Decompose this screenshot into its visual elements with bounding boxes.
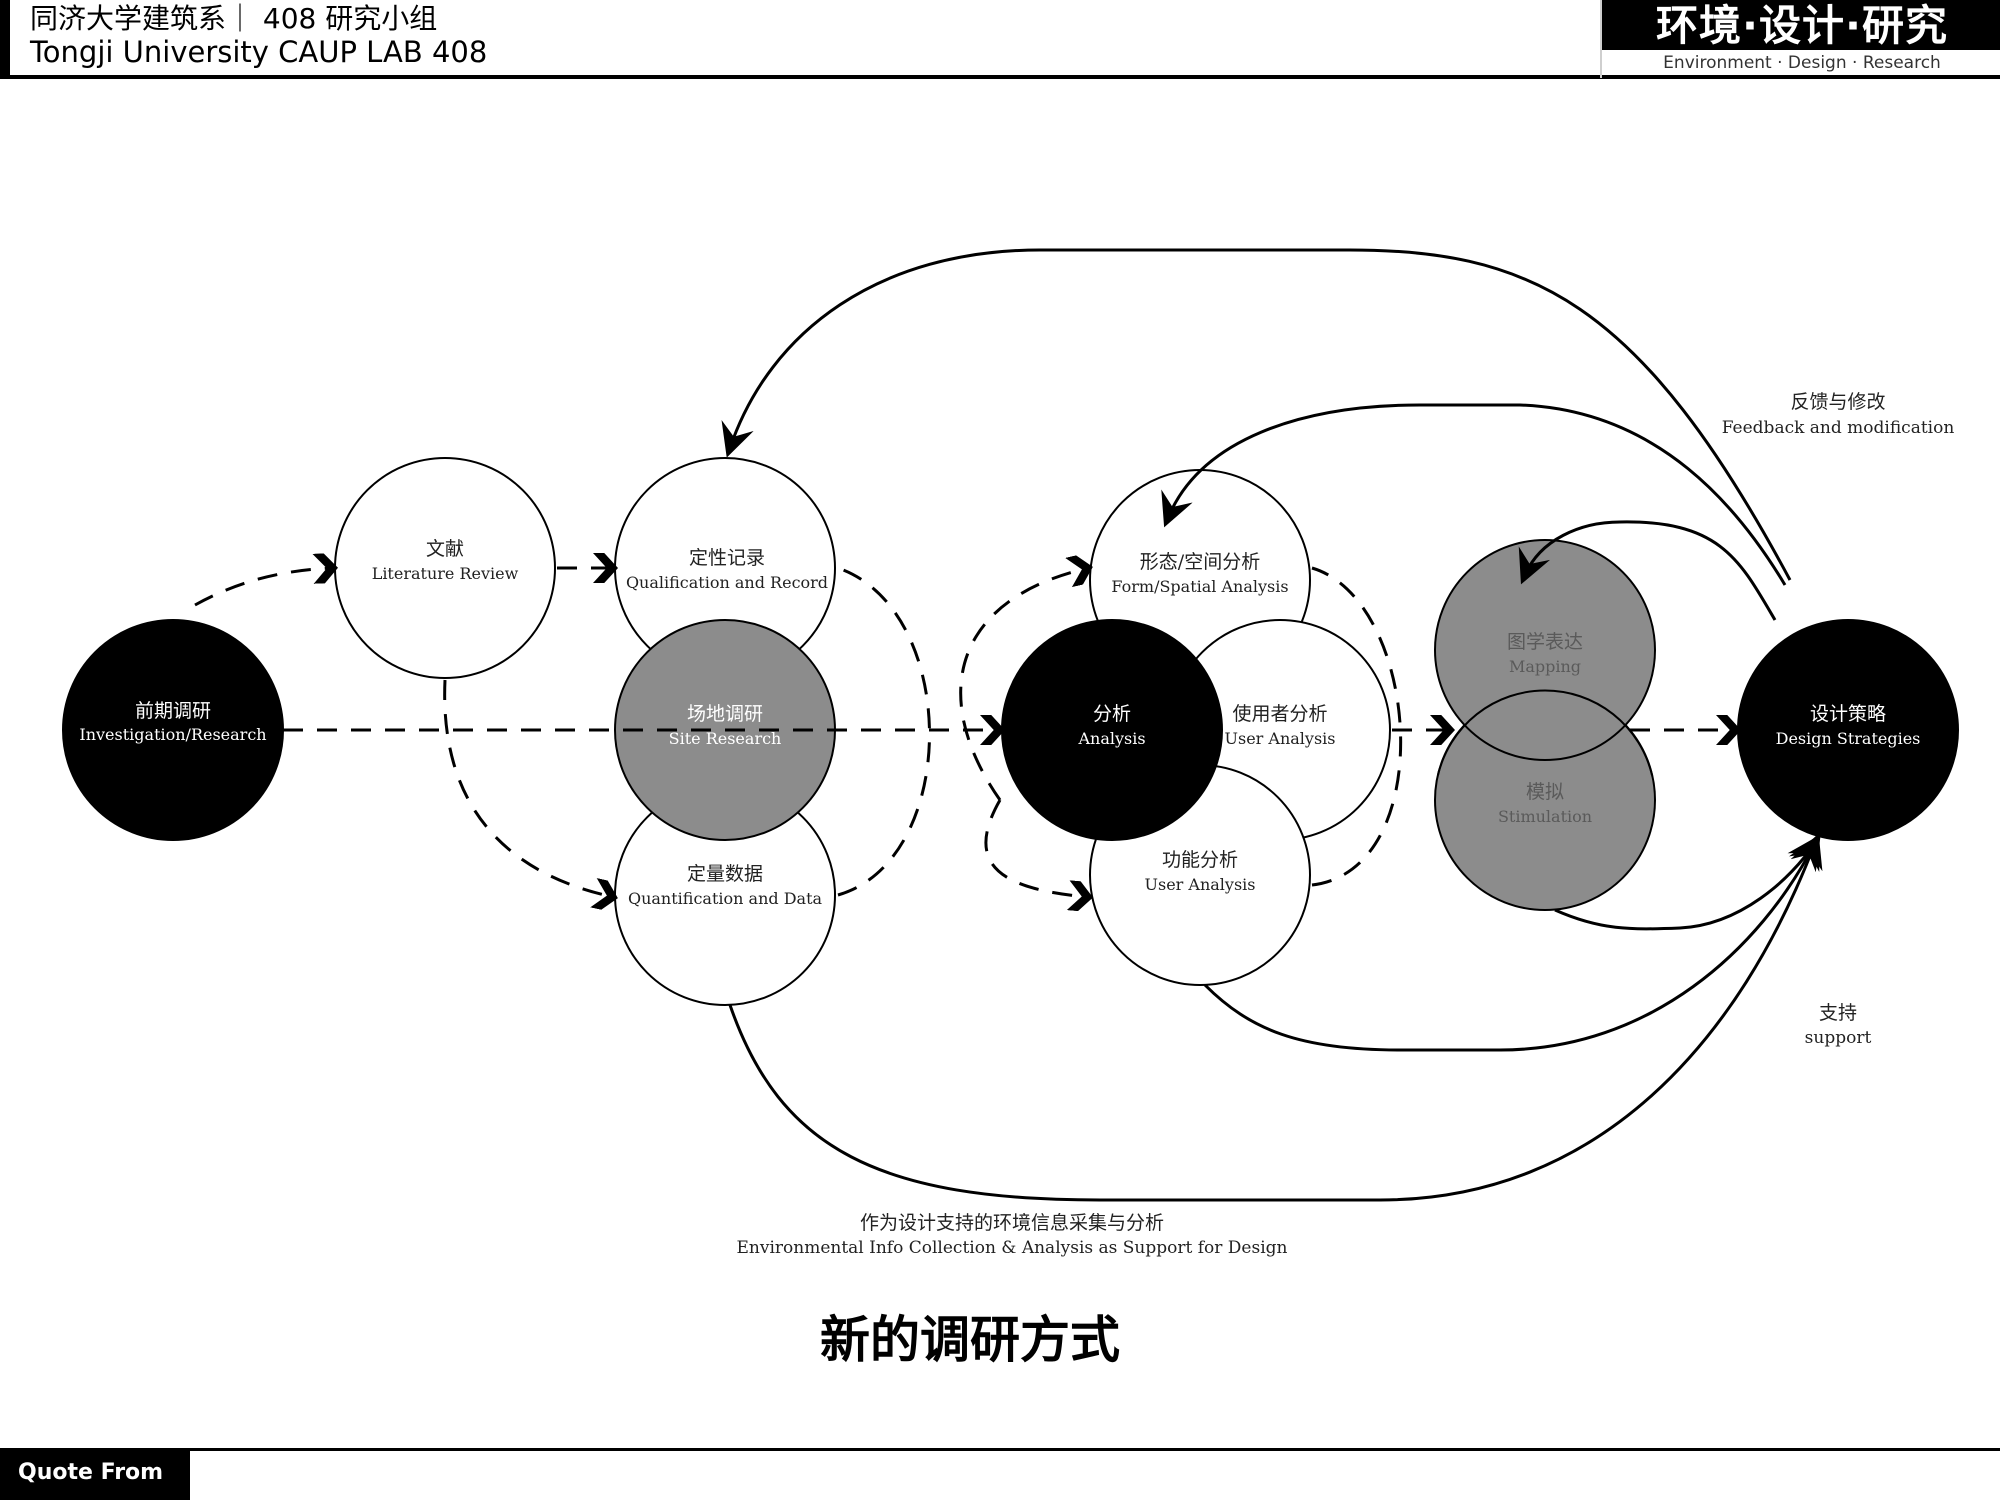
label-user-cn: 使用者分析 [1232,703,1327,725]
label-site-cn: 场地调研 [687,703,763,725]
brand-name-en: Environment · Design · Research [1663,53,1941,73]
flow-quant-qual-loop [837,566,931,897]
header-title-en: Tongji University CAUP LAB 408 [30,35,488,69]
feedback-arc-small [1518,520,1777,621]
label-qualification-cn: 定性记录 [689,547,765,569]
header-title-cn: 同济大学建筑系｜ 408 研究小组 [30,2,438,35]
brand-logo: 环境·设计·研究 Environment · Design · Research [1600,0,2000,78]
feedback-en: Feedback and modification [1722,418,1955,438]
bottom-note-en: Environmental Info Collection & Analysis… [737,1238,1288,1258]
feedback-arc-large [721,248,1792,581]
label-literature-cn: 文献 [426,538,464,560]
brand-name-cn: 环境·设计·研究 [1656,1,1948,50]
flow-literature-quantification [443,679,618,910]
label-qualification-en: Qualification and Record [626,573,828,592]
node-labels: 前期调研 Investigation/Research 文献 Literatur… [79,538,1920,908]
dashed-flows [194,553,1741,912]
node-circles [62,457,1959,1006]
label-investigation-en: Investigation/Research [79,725,266,744]
flow-left-arc-form [959,555,1093,801]
label-analysis-cn: 分析 [1093,703,1131,725]
label-strategies-cn: 设计策略 [1810,703,1886,725]
support-arc-large [728,833,1823,1202]
bottom-note-cn: 作为设计支持的环境信息采集与分析 [860,1212,1164,1234]
label-form-en: Form/Spatial Analysis [1111,577,1288,596]
label-stimulation-cn: 模拟 [1526,781,1564,803]
flow-left-arc-function [984,799,1093,912]
label-function-cn: 功能分析 [1162,849,1238,871]
feedback-arc-medium [1161,403,1787,586]
footer-tab [0,1451,190,1500]
support-arc-medium [1203,833,1820,1052]
header: 同济大学建筑系｜ 408 研究小组 Tongji University CAUP… [0,0,2000,80]
solid-flows [721,248,1823,1202]
flow-right-arc [1311,566,1403,887]
page-title: 新的调研方式 [820,1311,1120,1369]
label-analysis-en: Analysis [1077,729,1145,748]
label-stimulation-en: Stimulation [1498,807,1592,826]
footer-divider [0,1448,2000,1451]
brand-block [1602,0,2000,50]
label-strategies-en: Design Strategies [1776,729,1921,748]
annotations: 反馈与修改 Feedback and modification 支持 suppo… [737,391,1955,1258]
label-mapping-en: Mapping [1509,657,1581,676]
label-mapping-cn: 图学表达 [1507,631,1583,653]
label-literature-en: Literature Review [372,564,519,583]
mapping-overlap-outline [1437,689,1653,776]
label-quantification-cn: 定量数据 [687,863,763,885]
label-quantification-en: Quantification and Data [628,889,823,908]
label-site-en: Site Research [669,729,782,748]
footer-label: Quote From [18,1460,164,1485]
support-en: support [1805,1028,1872,1048]
label-function-en: User Analysis [1145,875,1256,894]
support-arc-small [1554,834,1821,931]
header-accent-bar [0,0,10,76]
label-form-cn: 形态/空间分析 [1140,551,1260,573]
feedback-cn: 反馈与修改 [1790,391,1885,413]
support-cn: 支持 [1819,1002,1857,1024]
label-investigation-cn: 前期调研 [135,700,211,722]
header-divider [0,75,2000,79]
flow-investigation-literature [194,553,338,607]
label-user-en: User Analysis [1225,729,1336,748]
